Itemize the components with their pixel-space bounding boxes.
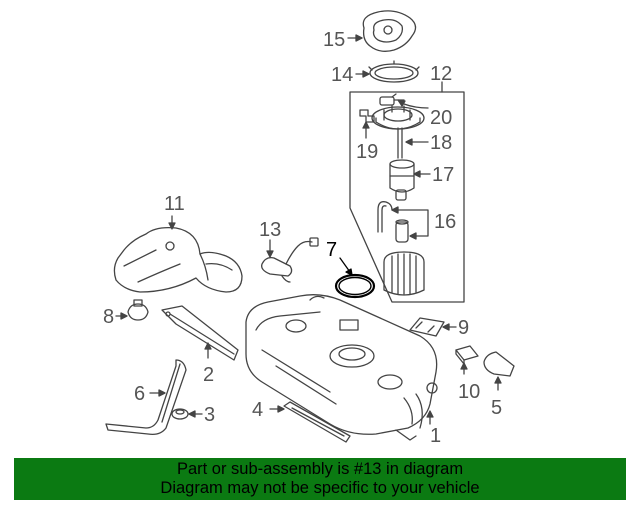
part-8-bolt[interactable] [127, 299, 149, 321]
part-6-strap[interactable] [161, 305, 239, 361]
fuel-strainer[interactable] [383, 251, 425, 296]
callout-5: 4 [252, 399, 285, 421]
svg-text:16: 16 [434, 211, 456, 233]
callout-11: 13 [259, 219, 281, 258]
svg-text:18: 18 [430, 132, 452, 154]
callout-17: 17 [413, 164, 454, 186]
svg-text:2: 2 [203, 364, 214, 386]
part-16-hose-and-filter[interactable] [377, 201, 409, 243]
callout-2: 9 [442, 317, 469, 339]
callout-8: 8 [103, 306, 128, 328]
svg-text:12: 12 [430, 63, 452, 85]
callout-1: 1 [426, 410, 441, 447]
svg-text:14: 14 [331, 64, 353, 86]
part-2-bracket[interactable] [409, 317, 445, 337]
callout-20: 20 [397, 99, 452, 129]
svg-text:13: 13 [259, 219, 281, 241]
svg-text:19: 19 [356, 141, 378, 163]
footer-banner: Part or sub-assembly is #13 in diagram D… [14, 458, 626, 500]
svg-text:7: 7 [326, 239, 337, 261]
part-17-fuel-pump[interactable] [389, 159, 415, 201]
svg-text:11: 11 [164, 193, 185, 215]
footer-line-disclaimer: Diagram may not be specific to your vehi… [160, 479, 480, 497]
svg-text:3: 3 [204, 404, 215, 426]
callout-4: 5 [491, 376, 502, 419]
svg-text:20: 20 [430, 107, 452, 129]
svg-text:1: 1 [430, 425, 441, 447]
callout-14: 14 [331, 64, 370, 86]
part-15-cover[interactable] [362, 10, 417, 52]
part-13-gasket-highlighted[interactable] [334, 273, 376, 299]
part-11-sensor-harness[interactable] [261, 237, 319, 283]
callout-3: 10 [458, 362, 480, 403]
part-7-heat-shield[interactable] [113, 226, 243, 293]
svg-text:4: 4 [252, 399, 263, 421]
callout-18: 18 [405, 132, 452, 154]
part-18-guide-rods[interactable] [397, 127, 403, 159]
callout-13: 7 [326, 239, 353, 276]
callout-16: 16 [391, 206, 456, 240]
callout-9: 6 [134, 383, 166, 405]
svg-text:9: 9 [458, 317, 469, 339]
svg-text:8: 8 [103, 306, 114, 328]
svg-text:5: 5 [491, 397, 502, 419]
callout-19: 19 [356, 121, 378, 163]
exploded-parts-diagram: 15 14 12 20 19 [103, 10, 515, 447]
svg-text:10: 10 [458, 381, 480, 403]
svg-text:15: 15 [323, 29, 345, 51]
callout-7: 11 [164, 193, 185, 230]
callout-6: 2 [203, 342, 214, 386]
svg-text:6: 6 [134, 383, 145, 405]
part-12-pump-assembly-frame: 12 [349, 63, 465, 303]
part-3-pad[interactable] [455, 345, 479, 365]
callout-10: 3 [188, 404, 215, 426]
part-14-ring[interactable] [368, 60, 420, 83]
part-1-fuel-tank[interactable] [245, 294, 438, 441]
part-10-nut[interactable] [171, 408, 189, 420]
part-4-cover[interactable] [483, 351, 515, 377]
callout-15: 15 [323, 29, 363, 51]
part-19-sensor[interactable] [359, 109, 375, 123]
footer-line-part-number: Part or sub-assembly is #13 in diagram [176, 460, 464, 478]
pump-flange[interactable] [371, 105, 425, 130]
part-9-tank-band[interactable] [105, 359, 187, 436]
part-5-protector[interactable] [283, 401, 351, 443]
svg-text:17: 17 [432, 164, 454, 186]
